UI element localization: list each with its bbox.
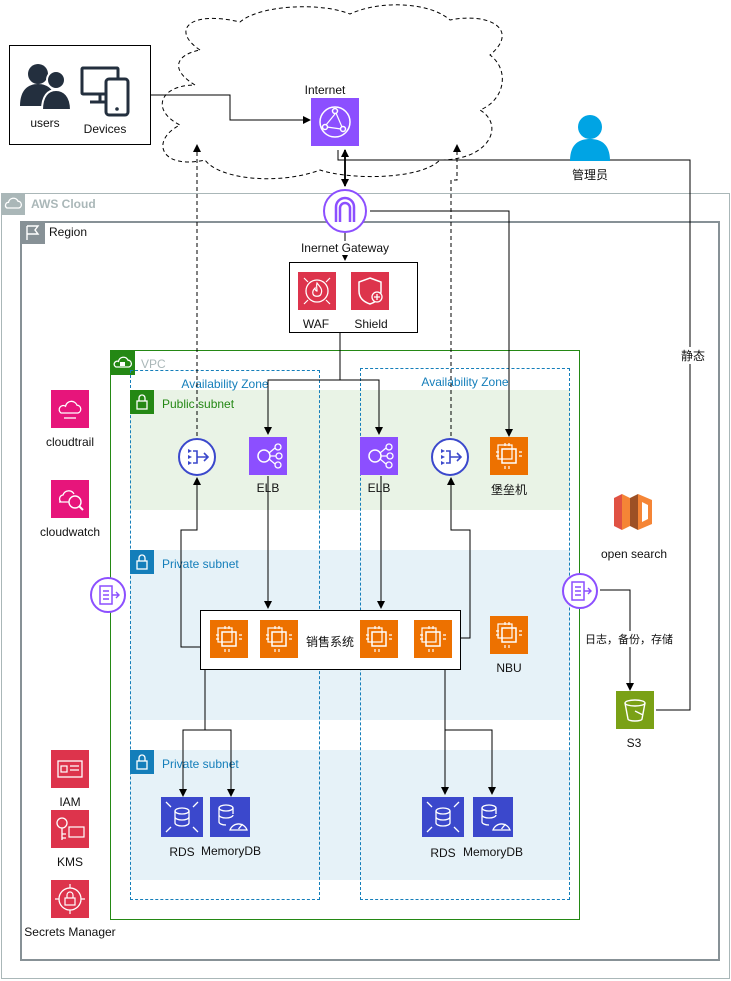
public-subnet-lock-icon	[130, 390, 154, 414]
bastion-label: 堡垒机	[490, 483, 528, 497]
opensearch-label: open search	[600, 547, 668, 561]
aws-cloud-header	[1, 193, 25, 215]
cloudtrail-icon	[51, 390, 89, 428]
private-subnet-2-lock-icon	[130, 750, 154, 774]
rds-right-label: RDS	[430, 846, 456, 860]
nbu-ec2-icon	[490, 616, 528, 654]
internet-label: Internet	[304, 83, 346, 97]
shield-icon	[351, 272, 389, 310]
region-header	[20, 221, 45, 244]
rds-left-label: RDS	[169, 845, 195, 859]
bastion-ec2-icon	[490, 437, 528, 475]
admin-label: 管理员	[571, 168, 609, 182]
sales-system-label: 销售系统	[305, 635, 355, 649]
edge-label-static: 静态	[679, 347, 707, 364]
admin-user-icon	[570, 115, 610, 161]
internet-gateway-icon	[323, 189, 367, 233]
memorydb-right-label: MemoryDB	[462, 845, 524, 859]
rds-right-icon	[422, 797, 464, 837]
memorydb-right-icon	[473, 797, 513, 837]
elb-right-label: ELB	[367, 481, 391, 495]
nat-gateway-right-icon	[431, 438, 469, 476]
region-label: Region	[49, 225, 88, 239]
vpc-endpoint-right-icon	[562, 573, 598, 609]
devices-label: Devices	[83, 122, 127, 136]
elb-right-icon	[360, 437, 398, 475]
aws-cloud-group	[1, 193, 730, 979]
kms-icon	[51, 810, 89, 848]
waf-label: WAF	[302, 317, 330, 331]
users-icon	[20, 64, 72, 110]
cloudtrail-label: cloudtrail	[45, 435, 95, 449]
users-label: users	[30, 116, 60, 130]
waf-icon	[298, 272, 336, 310]
memorydb-left-label: MemoryDB	[200, 844, 262, 858]
sales-ec2-icon-3	[360, 620, 398, 658]
elb-left-icon	[249, 437, 287, 475]
aws-cloud-label: AWS Cloud	[31, 197, 96, 211]
availability-zone-left-label: Availability Zone	[181, 377, 269, 391]
private-subnet-2-label: Private subnet	[162, 757, 239, 771]
shield-label: Shield	[354, 317, 388, 331]
nat-gateway-left-icon	[178, 438, 216, 476]
s3-bucket-icon	[616, 691, 654, 729]
vpc-cloud-lock-icon	[113, 356, 132, 368]
cloudwatch-icon	[51, 480, 89, 518]
internet-gateway-label: Inernet Gateway	[300, 241, 390, 255]
internet-cloud-shape	[161, 4, 503, 180]
sales-ec2-icon-2	[260, 620, 298, 658]
iam-icon	[51, 750, 89, 788]
elb-left-label: ELB	[256, 481, 280, 495]
iam-label: IAM	[59, 795, 81, 809]
opensearch-icon	[614, 494, 652, 530]
vpc-label: VPC	[141, 357, 166, 371]
flag-icon	[26, 225, 40, 240]
secrets-manager-label: Secrets Manager	[24, 925, 116, 939]
private-subnet-1-lock-icon	[130, 550, 154, 574]
vpc-group	[110, 350, 580, 920]
devices-icon	[80, 66, 130, 117]
secrets-manager-icon	[51, 880, 89, 918]
region-group	[20, 221, 720, 961]
vpc-endpoint-left-icon	[90, 577, 126, 613]
availability-zone-right-label: Availability Zone	[421, 375, 509, 389]
edge-label-logs: 日志，备份，存储	[585, 631, 673, 647]
sales-ec2-icon-4	[414, 620, 452, 658]
cloudwatch-label: cloudwatch	[39, 525, 101, 539]
internet-globe-icon	[311, 98, 359, 146]
memorydb-left-icon	[210, 797, 250, 837]
cloud-icon	[4, 197, 22, 209]
nbu-label: NBU	[496, 661, 522, 675]
s3-label: S3	[626, 736, 642, 750]
sales-ec2-icon-1	[210, 620, 248, 658]
public-subnet-label: Public subnet	[162, 397, 235, 411]
rds-left-icon	[161, 797, 203, 837]
kms-label: KMS	[56, 855, 84, 869]
